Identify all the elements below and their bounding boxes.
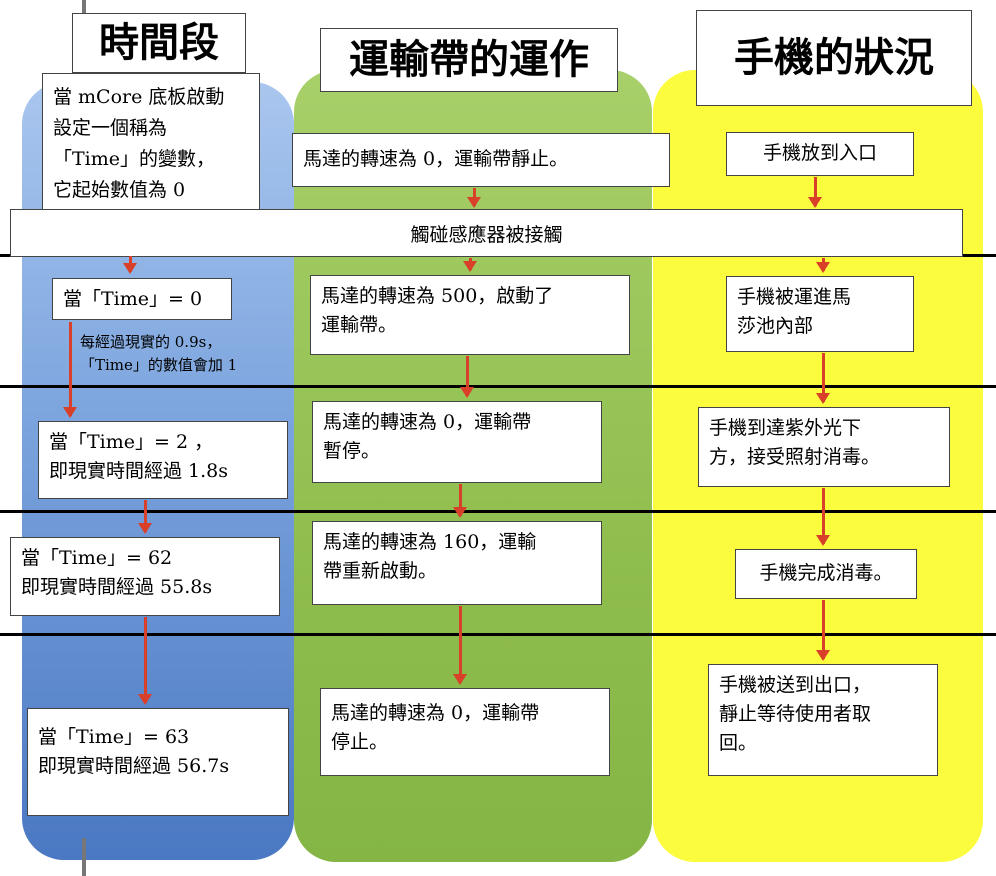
phone-step-4: 手機被送到出口， 靜止等待使用者取 回。 <box>708 664 938 776</box>
time-init-box: 當 mCore 底板啟動 設定一個稱為 「Time」的變數， 它起始數值為 0 <box>42 73 260 213</box>
phone-step-0: 手機放到入口 <box>726 132 914 176</box>
arrow-down-icon <box>460 356 474 398</box>
title-time: 時間段 <box>72 13 246 73</box>
arrow-down-icon <box>816 600 830 661</box>
guide-line-bottom <box>82 838 86 876</box>
arrow-down-icon <box>123 256 137 274</box>
phone-step-1: 手機被運進馬 莎池內部 <box>726 276 914 352</box>
arrow-down-icon <box>467 188 481 208</box>
arrow-down-icon <box>808 177 822 208</box>
arrow-down-icon <box>816 488 830 546</box>
phone-step-3: 手機完成消毒。 <box>735 549 917 599</box>
arrow-down-icon <box>63 322 77 418</box>
divider-line <box>0 510 996 513</box>
divider-line <box>0 385 996 388</box>
phone-step-2: 手機到達紫外光下 方，接受照射消毒。 <box>698 407 950 487</box>
arrow-down-icon <box>816 258 830 273</box>
time-increment-note: 每經過現實的 0.9s， 「Time」的數值會加 1 <box>80 333 238 374</box>
belt-step-4: 馬達的轉速為 0，運輸帶 停止。 <box>320 688 610 776</box>
arrow-down-icon <box>463 258 477 272</box>
belt-step-2: 馬達的轉速為 0，運輸帶 暫停。 <box>312 401 602 483</box>
belt-step-3: 馬達的轉速為 160，運輸 帶重新啟動。 <box>312 521 602 605</box>
arrow-down-icon <box>138 617 152 705</box>
arrow-down-icon <box>453 606 467 685</box>
divider-line <box>0 633 996 636</box>
belt-step-0: 馬達的轉速為 0，運輸帶靜止。 <box>292 133 670 187</box>
time-step-62: 當「Time」= 62 即現實時間經過 55.8s <box>10 537 280 616</box>
arrow-down-icon <box>453 484 467 518</box>
arrow-down-icon <box>138 500 152 534</box>
time-step-63: 當「Time」= 63 即現實時間經過 56.7s <box>27 708 289 816</box>
time-step-2: 當「Time」= 2 ， 即現實時間經過 1.8s <box>38 421 288 499</box>
title-phone: 手機的狀況 <box>696 10 972 106</box>
title-conveyor: 運輸帶的運作 <box>320 28 618 92</box>
touch-sensor-bar: 觸碰感應器被接觸 <box>10 209 963 257</box>
arrow-down-icon <box>816 353 830 404</box>
time-step-0: 當「Time」= 0 <box>52 278 232 320</box>
belt-step-1: 馬達的轉速為 500，啟動了 運輸帶。 <box>310 275 630 355</box>
